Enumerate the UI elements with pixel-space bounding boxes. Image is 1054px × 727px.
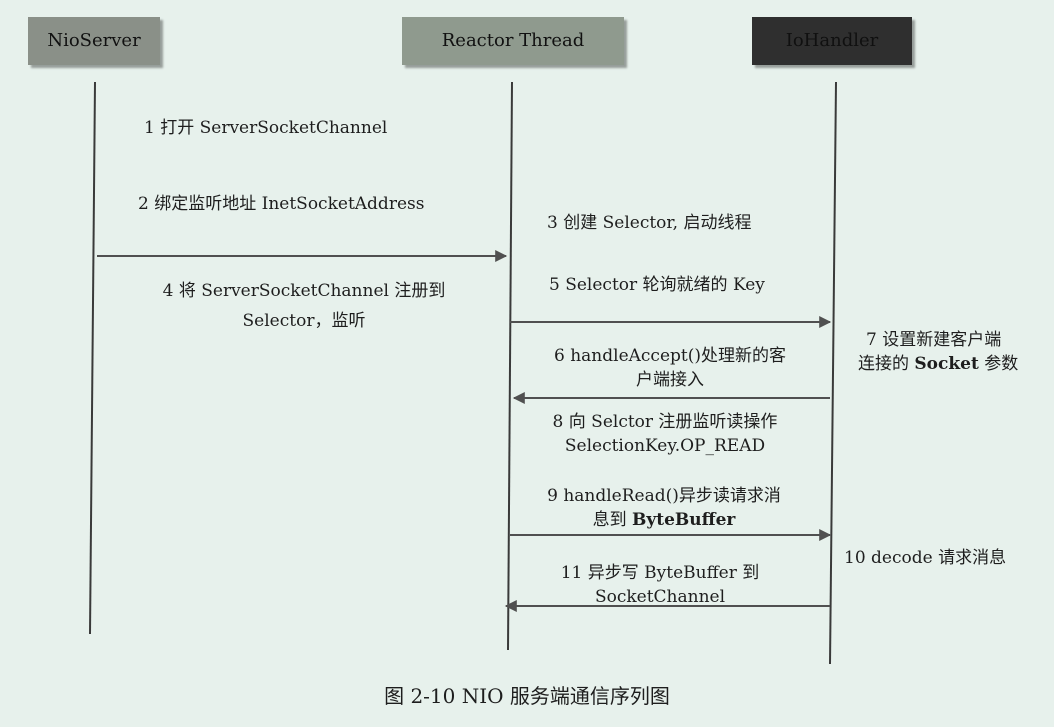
step-7-line-1: 7 设置新建客户端 <box>866 330 1002 350</box>
step-9-line-2: 息到 ByteBuffer <box>530 508 798 532</box>
step-6-line-1: 6 handleAccept()处理新的客 <box>554 346 786 366</box>
step-10-label: 10 decode 请求消息 <box>844 548 1007 568</box>
participant-nioserver-label: NioServer <box>47 30 141 51</box>
step-9-bytebuffer-bold: ByteBuffer <box>632 510 736 530</box>
step-6-label: 6 handleAccept()处理新的客 户端接入 <box>536 344 804 392</box>
participant-nioserver: NioServer <box>28 17 160 65</box>
step-6-line-2: 户端接入 <box>636 370 704 390</box>
figure-caption: 图 2-10 NIO 服务端通信序列图 <box>384 684 670 708</box>
step-11-line-2: SocketChannel <box>594 587 726 607</box>
participant-iohandler: IoHandler <box>752 17 912 65</box>
step-5-label: 5 Selector 轮询就绪的 Key <box>549 275 765 295</box>
step-3-label: 3 创建 Selector, 启动线程 <box>547 213 752 233</box>
step-9-line-2-pre: 息到 <box>592 510 633 530</box>
step-1-label: 1 打开 ServerSocketChannel <box>144 118 388 138</box>
step-4-label: 4 将 ServerSocketChannel 注册到 Selector，监听 <box>136 279 472 333</box>
step-8-line-1: 8 向 Selctor 注册监听读操作 <box>552 412 778 432</box>
step-11-label: 11 异步写 ByteBuffer 到 SocketChannel <box>540 561 780 609</box>
step-8-line-2: SelectionKey.OP_READ <box>564 436 766 456</box>
step-7-line-2: 连接的 Socket 参数 <box>858 352 1018 376</box>
participant-reactor-thread: Reactor Thread <box>402 17 624 65</box>
step-7-socket-bold: Socket <box>914 354 979 374</box>
step-11-line-1: 11 异步写 ByteBuffer 到 <box>560 563 760 583</box>
step-4-line-2: Selector，监听 <box>242 311 366 331</box>
step-9-line-1: 9 handleRead()异步读请求消 <box>547 486 781 506</box>
nioserver-lifeline <box>89 81 96 635</box>
participant-reactor-label: Reactor Thread <box>441 30 585 51</box>
step-8-label: 8 向 Selctor 注册监听读操作 SelectionKey.OP_READ <box>530 410 800 458</box>
iohandler-lifeline <box>829 81 837 665</box>
step-7-line-2-post: 参数 <box>978 354 1019 374</box>
step-4-line-1: 4 将 ServerSocketChannel 注册到 <box>162 281 446 301</box>
step-2-label: 2 绑定监听地址 InetSocketAddress <box>138 194 425 214</box>
reactor-lifeline <box>507 81 513 651</box>
step-9-label: 9 handleRead()异步读请求消 息到 ByteBuffer <box>530 484 798 532</box>
step-7-line-2-pre: 连接的 <box>858 354 915 374</box>
step-7-label: 7 设置新建客户端 连接的 Socket 参数 <box>858 328 1018 376</box>
participant-iohandler-label: IoHandler <box>785 30 879 51</box>
